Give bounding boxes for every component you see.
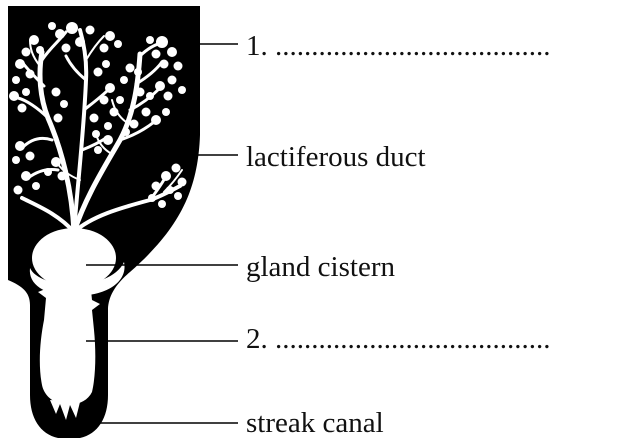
label-gland-cistern: gland cistern xyxy=(246,253,395,282)
label-teat-cistern-blank: 2. .....................................… xyxy=(246,325,551,354)
gland-cistern xyxy=(32,228,116,288)
label-lactiferous-duct: lactiferous duct xyxy=(246,143,426,172)
label-streak-canal: streak canal xyxy=(246,409,384,438)
label-alveoli-blank: 1. .....................................… xyxy=(246,32,551,61)
udder-body xyxy=(8,6,200,438)
